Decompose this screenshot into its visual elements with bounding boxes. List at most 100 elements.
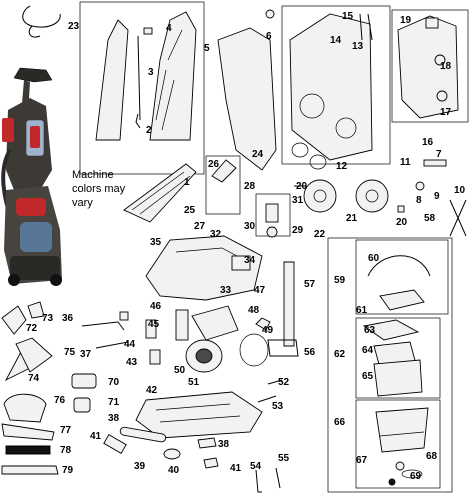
handle-group-box — [79, 1, 205, 175]
part-label: 56 — [304, 347, 316, 358]
part-label: 9 — [434, 191, 440, 202]
part-label: 38 — [108, 413, 120, 424]
part-label: 41 — [90, 431, 102, 442]
part-label: 57 — [304, 279, 316, 290]
part-label: 25 — [184, 205, 196, 216]
part-label: 58 — [424, 213, 436, 224]
part-label: 8 — [416, 195, 422, 206]
trigger-rod — [137, 35, 141, 121]
part-label: 63 — [364, 325, 376, 336]
part-label: 46 — [150, 301, 162, 312]
clip-part — [143, 27, 153, 35]
latch-box — [205, 155, 241, 215]
part-label: 14 — [330, 35, 342, 46]
part-label: 38 — [218, 439, 230, 450]
main-base — [145, 235, 263, 301]
part-label: 51 — [188, 377, 200, 388]
part-label: 68 — [426, 451, 438, 462]
crevice-tool-77 — [1, 423, 55, 441]
part-label: 24 — [252, 149, 264, 160]
brush-base — [135, 391, 263, 439]
part-label: 20 — [396, 217, 408, 228]
part-label: 12 — [336, 161, 348, 172]
tank-handle — [367, 255, 431, 277]
part-label: 27 — [194, 221, 206, 232]
part-label: 5 — [204, 43, 210, 54]
caption-line-2: colors may — [72, 183, 126, 195]
part-label: 77 — [60, 425, 72, 436]
part-label: 59 — [334, 275, 346, 286]
part-label: 16 — [422, 137, 434, 148]
part-label: 44 — [124, 339, 136, 350]
rear-housing — [217, 27, 277, 171]
caption-line-1: Machine — [72, 169, 114, 181]
machine-colors-caption: Machine colors may vary — [72, 168, 136, 210]
part-label: 3 — [148, 67, 154, 78]
handle-cover-right — [149, 11, 197, 141]
tool-78 — [5, 445, 51, 455]
part-label: 54 — [250, 461, 262, 472]
part-label: 11 — [400, 157, 411, 168]
part-label: 69 — [410, 471, 422, 482]
part-label: 36 — [62, 313, 74, 324]
part-label: 53 — [272, 401, 284, 412]
part-label: 6 — [266, 31, 272, 42]
part-label: 26 — [208, 159, 220, 170]
extension-wand-79 — [1, 465, 59, 475]
part-label: 35 — [150, 237, 162, 248]
part-label: 19 — [400, 15, 412, 26]
part-label: 20 — [296, 181, 308, 192]
part-label: 37 — [80, 349, 92, 360]
tool-72 — [1, 305, 27, 335]
base-housing — [289, 13, 373, 161]
clean-water-tank — [373, 359, 423, 397]
part-label: 33 — [220, 285, 232, 296]
part-label: 79 — [62, 465, 74, 476]
wheel-right — [355, 179, 389, 213]
part-label: 72 — [26, 323, 38, 334]
tank-assembly-box — [327, 237, 453, 493]
part-label: 17 — [440, 107, 452, 118]
part-label: 73 — [42, 313, 54, 324]
part-label: 71 — [108, 397, 120, 408]
part-label: 64 — [362, 345, 374, 356]
part-label: 49 — [262, 325, 274, 336]
part-label: 22 — [314, 229, 326, 240]
part-label: 1 — [184, 177, 190, 188]
part-label: 45 — [148, 319, 160, 330]
pump-assembly — [191, 305, 239, 341]
part-label: 47 — [254, 285, 266, 296]
part-label: 31 — [292, 195, 304, 206]
tool-76 — [3, 393, 47, 423]
part-label: 15 — [342, 11, 354, 22]
gasket-ring — [239, 333, 269, 367]
part-label: 41 — [230, 463, 242, 474]
part-label: 18 — [440, 61, 452, 72]
part-label: 76 — [54, 395, 66, 406]
part-label: 42 — [146, 385, 158, 396]
part-label: 62 — [334, 349, 346, 360]
part-label: 7 — [436, 149, 442, 160]
carpet-cleaner-photo — [1, 67, 62, 286]
tool-75 — [15, 337, 53, 373]
part-label: 40 — [168, 465, 180, 476]
part-label: 30 — [244, 221, 256, 232]
part-label: 23 — [68, 21, 80, 32]
part-label: 50 — [174, 365, 186, 376]
part-label: 52 — [278, 377, 290, 388]
part-label: 75 — [64, 347, 76, 358]
part-label: 10 — [454, 185, 466, 196]
part-label: 70 — [108, 377, 120, 388]
part-label: 39 — [134, 461, 146, 472]
part-label: 66 — [334, 417, 346, 428]
dirty-water-tank — [375, 407, 429, 453]
tool-71 — [73, 397, 91, 413]
tool-70 — [71, 373, 97, 389]
brush-roll — [119, 426, 167, 443]
part-label: 28 — [244, 181, 256, 192]
part-label: 48 — [248, 305, 260, 316]
caption-line-3: vary — [72, 197, 93, 209]
cover-assembly-box — [391, 9, 469, 123]
part-label: 29 — [292, 225, 304, 236]
